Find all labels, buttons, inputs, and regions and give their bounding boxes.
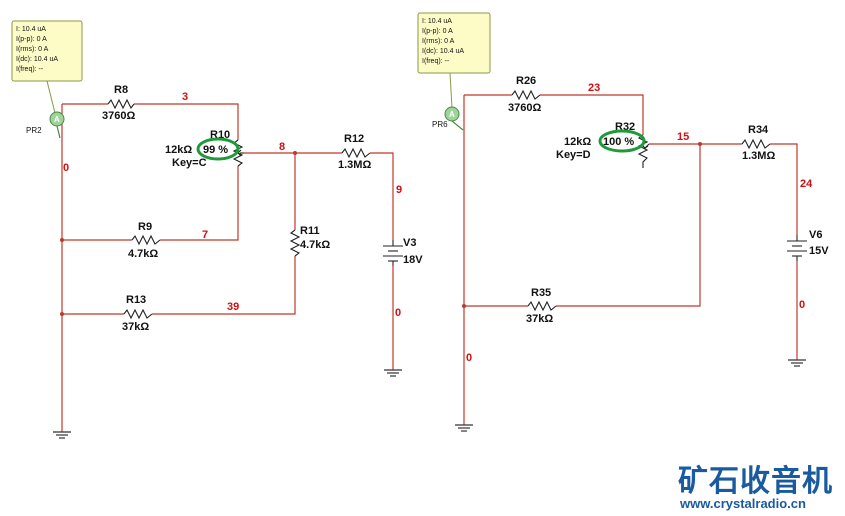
left-circuit: I: 10.4 uA I(p-p): 0 A I(rms): 0 A I(dc)… — [11, 20, 423, 439]
right-circuit: I: 10.4 uA I(p-p): 0 A I(rms): 0 A I(dc)… — [417, 12, 829, 432]
brand-url: www.crystalradio.cn — [680, 496, 806, 511]
component-value: 3760Ω — [508, 102, 541, 114]
net-label: 24 — [800, 178, 813, 190]
battery-v3[interactable] — [383, 240, 403, 266]
wire — [160, 166, 239, 241]
highlight-ring — [196, 137, 240, 161]
probe-readout-pr2: I: 10.4 uA I(p-p): 0 A I(rms): 0 A I(dc)… — [11, 20, 83, 114]
component-value: 4.7kΩ — [300, 239, 330, 251]
probe-reading: I: 10.4 uA — [422, 18, 452, 25]
net-label: 7 — [202, 229, 208, 241]
resistor-r8[interactable] — [107, 98, 135, 110]
component-name: R9 — [138, 221, 152, 233]
wire — [370, 152, 394, 240]
junction-dot — [293, 151, 297, 155]
probe-reading: I: 10.4 uA — [16, 26, 46, 33]
junction-dot — [60, 238, 64, 242]
junction-dot — [462, 304, 466, 308]
component-name: R12 — [344, 133, 364, 145]
probe-reading: I(p-p): 0 A — [16, 36, 47, 43]
resistor-r34[interactable] — [741, 138, 771, 150]
potentiometer-r32[interactable] — [637, 134, 650, 168]
wire — [540, 94, 644, 135]
net-label: 15 — [677, 131, 689, 143]
component-value: 37kΩ — [526, 313, 553, 325]
component-value: 4.7kΩ — [128, 248, 158, 260]
junction-dot — [698, 142, 702, 146]
probe-reading: I(rms): 0 A — [16, 46, 49, 53]
probe-letter: A — [449, 110, 455, 119]
wire — [770, 143, 798, 235]
component-name: R13 — [126, 294, 146, 306]
net-label: 9 — [396, 184, 402, 196]
net-label: 3 — [182, 91, 188, 103]
component-value: 3760Ω — [102, 110, 135, 122]
probe-readout-pr6: I: 10.4 uA I(p-p): 0 A I(rms): 0 A I(dc)… — [417, 12, 491, 109]
pot-setting: 99 % — [203, 144, 228, 156]
wire — [134, 103, 239, 140]
component-name: R26 — [516, 75, 536, 87]
ground-icon — [455, 424, 473, 432]
pot-setting: 100 % — [603, 136, 634, 148]
brand-watermark: 矿石收音机 — [678, 464, 833, 499]
wire — [556, 144, 701, 307]
resistor-r9[interactable] — [131, 234, 161, 246]
net-label: 0 — [799, 299, 805, 311]
probe-marker-pr6[interactable]: A — [444, 106, 464, 131]
net-label: 23 — [588, 82, 600, 94]
wire — [152, 256, 296, 315]
component-name: R34 — [748, 124, 769, 136]
component-name: R11 — [300, 225, 320, 237]
probe-reading: I(dc): 10.4 uA — [16, 56, 58, 63]
net-label: 0 — [466, 352, 472, 364]
probe-name: PR6 — [432, 120, 448, 129]
pot-key: Key=D — [556, 149, 591, 161]
component-value: 15V — [809, 245, 829, 257]
battery-v6[interactable] — [787, 235, 807, 261]
probe-reading: I(dc): 10.4 uA — [422, 48, 464, 55]
probe-letter: A — [54, 115, 60, 124]
probe-reading: I(freq): -- — [422, 58, 450, 65]
resistor-r12[interactable] — [341, 147, 371, 159]
probe-reading: I(p-p): 0 A — [422, 28, 453, 35]
resistor-r26[interactable] — [511, 89, 541, 101]
component-value: 12kΩ — [165, 144, 192, 156]
component-name: V6 — [809, 229, 822, 241]
component-name: R8 — [114, 84, 128, 96]
net-label: 0 — [395, 307, 401, 319]
net-label: 8 — [279, 141, 285, 153]
component-name: R35 — [531, 287, 551, 299]
resistor-r11[interactable] — [289, 229, 301, 257]
pot-key: Key=C — [172, 157, 207, 169]
component-value: 18V — [403, 254, 423, 266]
probe-name: PR2 — [26, 126, 42, 135]
probe-reading: I(rms): 0 A — [422, 38, 455, 45]
component-value: 1.3MΩ — [338, 159, 371, 171]
component-value: 37kΩ — [122, 321, 149, 333]
probe-reading: I(freq): -- — [16, 66, 44, 73]
junction-dot — [60, 312, 64, 316]
net-label: 0 — [63, 162, 69, 174]
highlight-ring — [598, 129, 646, 153]
ground-icon — [53, 431, 71, 439]
ground-icon — [384, 369, 402, 377]
resistor-r13[interactable] — [123, 308, 153, 320]
net-label: 39 — [227, 301, 239, 313]
component-value: 1.3MΩ — [742, 150, 775, 162]
resistor-r35[interactable] — [527, 300, 557, 312]
probe-marker-pr2[interactable]: A — [49, 111, 65, 139]
ground-icon — [788, 359, 806, 367]
component-value: 12kΩ — [564, 136, 591, 148]
component-name: V3 — [403, 237, 416, 249]
